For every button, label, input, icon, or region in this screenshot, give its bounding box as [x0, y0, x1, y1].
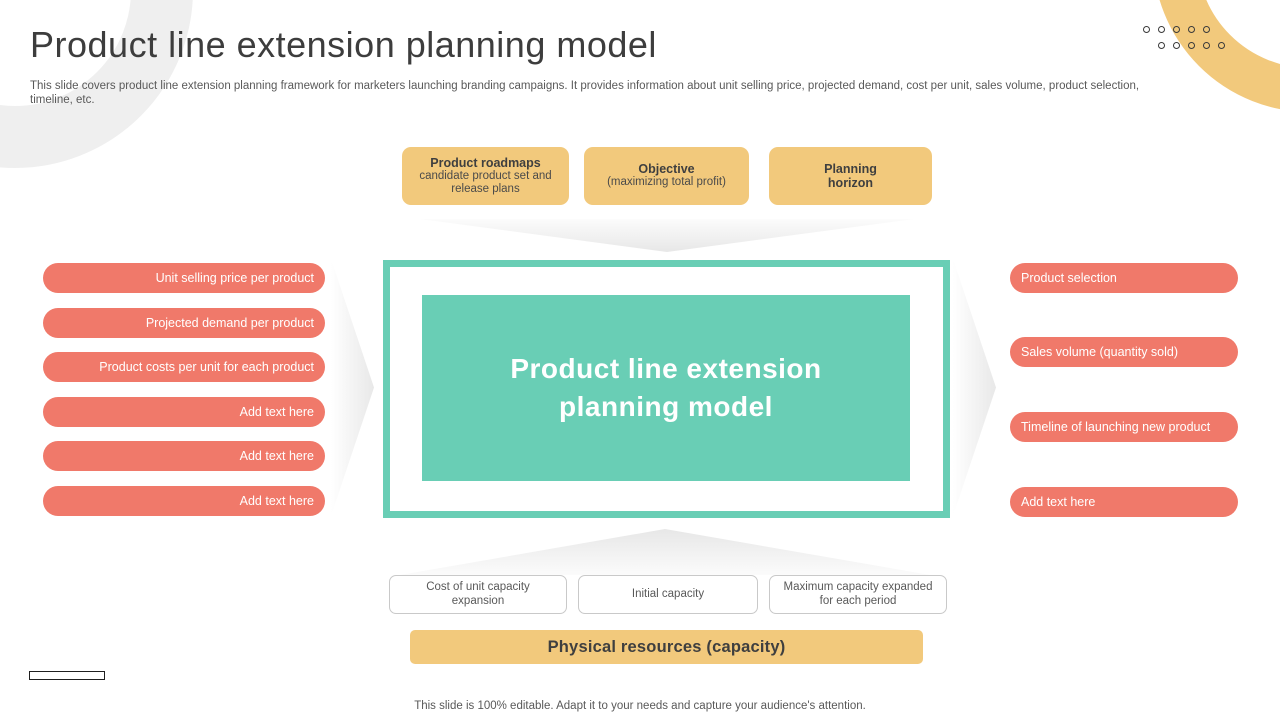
footer-note: This slide is 100% editable. Adapt it to…: [414, 700, 866, 712]
chevron-down-connector: [420, 219, 914, 252]
physical-resources-bar: Physical resources (capacity): [410, 630, 923, 664]
model-label: Product line extension planning model: [510, 353, 822, 422]
chevron-right-connector-left: [331, 259, 374, 516]
top-box-planning-horizon: Planning horizon: [769, 147, 932, 205]
right-pill-add-text-placeholder[interactable]: Add text here: [1010, 487, 1238, 517]
dot-icon: [1158, 26, 1165, 33]
right-pill-product-selection: Product selection: [1010, 263, 1238, 293]
model-box: Product line extension planning model: [422, 295, 910, 481]
dots-row: [1143, 26, 1233, 33]
top-box-title: Product roadmaps: [430, 155, 541, 170]
dot-icon: [1218, 42, 1225, 49]
dot-icon: [1158, 42, 1165, 49]
dot-icon: [1188, 26, 1195, 33]
dot-icon: [1203, 42, 1210, 49]
top-box-subtitle: candidate product set and release plans: [419, 169, 552, 196]
dot-icon: [1203, 26, 1210, 33]
right-pill-sales-volume: Sales volume (quantity sold): [1010, 337, 1238, 367]
top-box-product-roadmaps: Product roadmaps candidate product set a…: [402, 147, 569, 205]
top-box-objective: Objective (maximizing total profit): [584, 147, 749, 205]
logo-placeholder-rect: [29, 671, 105, 680]
left-pill-add-text-placeholder[interactable]: Add text here: [43, 441, 325, 471]
dot-icon: [1143, 26, 1150, 33]
top-box-subtitle: (maximizing total profit): [607, 176, 726, 189]
top-box-title: Objective: [638, 162, 695, 177]
dot-icon: [1173, 26, 1180, 33]
top-box-title: Planning horizon: [824, 162, 877, 190]
left-pill-add-text-placeholder[interactable]: Add text here: [43, 486, 325, 516]
left-pill-projected-demand: Projected demand per product: [43, 308, 325, 338]
chevron-right-connector-right: [953, 259, 996, 516]
dots-row: [1158, 42, 1233, 49]
yellow-ring-decoration: [1153, 0, 1280, 112]
bottom-box-cost-of-unit: Cost of unit capacity expansion: [389, 575, 567, 614]
dot-icon: [1173, 42, 1180, 49]
slide-subtitle: This slide covers product line extension…: [30, 80, 1140, 106]
left-pill-add-text-placeholder[interactable]: Add text here: [43, 397, 325, 427]
bottom-box-initial-capacity: Initial capacity: [578, 575, 758, 614]
bottom-box-max-capacity: Maximum capacity expanded for each perio…: [769, 575, 947, 614]
triangle-up-connector: [400, 529, 930, 575]
dots-decoration: [1143, 26, 1233, 49]
left-pill-unit-selling-price: Unit selling price per product: [43, 263, 325, 293]
dot-icon: [1188, 42, 1195, 49]
right-pill-timeline: Timeline of launching new product: [1010, 412, 1238, 442]
slide-title: Product line extension planning model: [30, 24, 657, 65]
left-pill-product-costs: Product costs per unit for each product: [43, 352, 325, 382]
